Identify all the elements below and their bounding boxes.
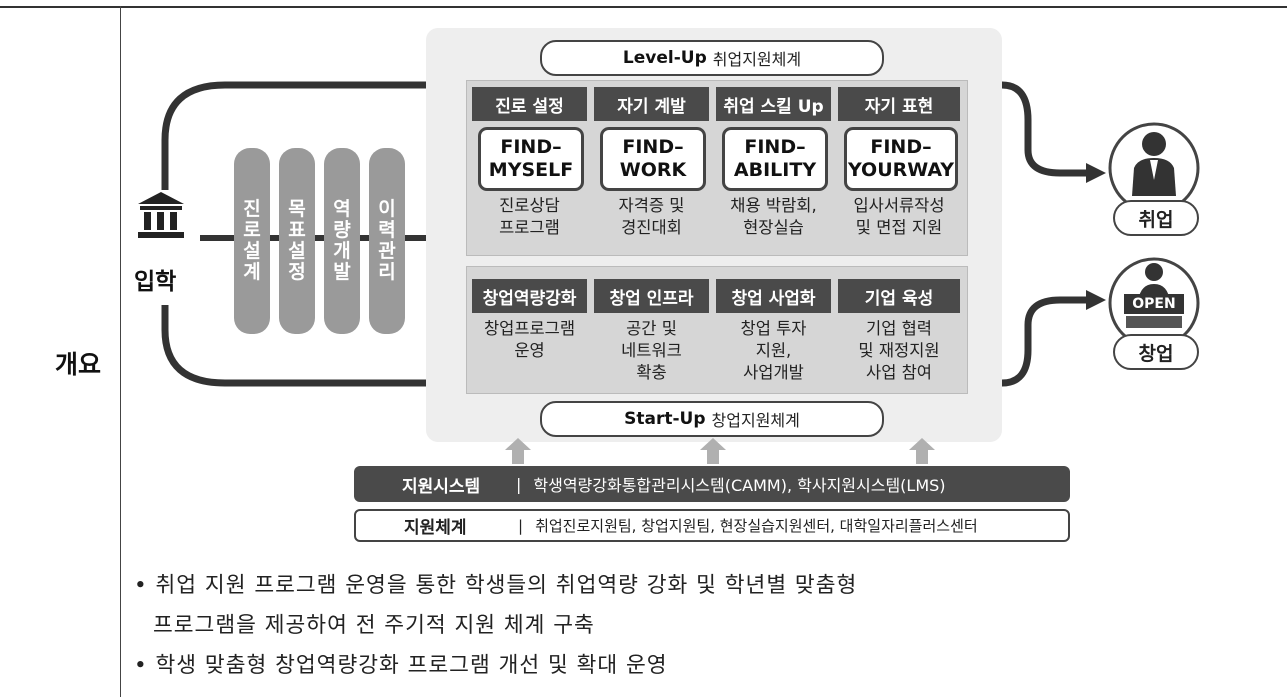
- levelup-banner-bold: Level-Up: [622, 48, 707, 68]
- find-work-box: FIND–WORK: [600, 127, 706, 191]
- support-system-text: 학생역량강화통합관리시스템(CAMM), 학사지원시스템(LMS): [533, 476, 946, 495]
- levelup-category-desc: 채용 박람회,현장실습: [730, 196, 817, 237]
- support-structure-bar: 지원체계 | 취업진로지원팀, 창업지원팀, 현장실습지원센터, 대학일자리플러…: [354, 509, 1070, 542]
- find-myself-box: FIND–MYSELF: [478, 127, 584, 191]
- employment-outcome-label: 취업: [1113, 200, 1199, 236]
- startup-category-head: 기업 육성: [838, 279, 960, 313]
- levelup-category-head: 진로 설정: [472, 87, 587, 121]
- startup-category-head: 창업 인프라: [594, 279, 709, 313]
- startup-banner: Start-Up 창업지원체계: [540, 401, 884, 437]
- table-top-border: [0, 6, 1287, 8]
- startup-outcome-label: 창업: [1113, 334, 1199, 370]
- find-yourway-box: FIND–YOURWAY: [844, 127, 958, 191]
- open-sign-text: OPEN: [1132, 296, 1176, 312]
- levelup-category-head: 취업 스킬 Up: [716, 87, 831, 121]
- bullet-item: • 학생 맞춤형 창업역량강화 프로그램 개선 및 확대 운영: [134, 653, 668, 678]
- person-suit-icon: [1128, 128, 1180, 202]
- levelup-category-head: 자기 계발: [594, 87, 709, 121]
- support-system-title: 지원시스템: [402, 476, 481, 497]
- support-system-separator: |: [516, 474, 522, 494]
- levelup-banner-text: 취업지원체계: [712, 50, 802, 69]
- bullet-item-continuation: 프로그램을 제공하여 전 주기적 지원 체계 구축: [153, 613, 595, 638]
- table-column-divider: [120, 6, 121, 697]
- startup-banner-text: 창업지원체계: [711, 411, 800, 430]
- entrance-label: 입학: [134, 269, 177, 295]
- levelup-category-head: 자기 표현: [838, 87, 960, 121]
- university-building-icon: [136, 190, 186, 244]
- startup-category-head: 창업역량강화: [472, 279, 587, 313]
- startup-category-head: 창업 사업화: [716, 279, 831, 313]
- open-sign-person-icon: OPEN: [1120, 262, 1188, 332]
- support-structure-separator: |: [518, 516, 524, 535]
- support-system-bar: 지원시스템 | 학생역량강화통합관리시스템(CAMM), 학사지원시스템(LMS…: [354, 466, 1070, 502]
- bullet-item: • 취업 지원 프로그램 운영을 통한 학생들의 취업역량 강화 및 학년별 맞…: [134, 573, 858, 598]
- startup-banner-bold: Start-Up: [624, 409, 706, 429]
- support-structure-title: 지원체계: [404, 518, 467, 538]
- row-header-label: 개요: [55, 350, 102, 379]
- levelup-banner: Level-Up 취업지원체계: [540, 40, 884, 76]
- support-structure-text: 취업진로지원팀, 창업지원팀, 현장실습지원센터, 대학일자리플러스센터: [535, 517, 978, 535]
- find-ability-box: FIND–ABILITY: [722, 127, 828, 191]
